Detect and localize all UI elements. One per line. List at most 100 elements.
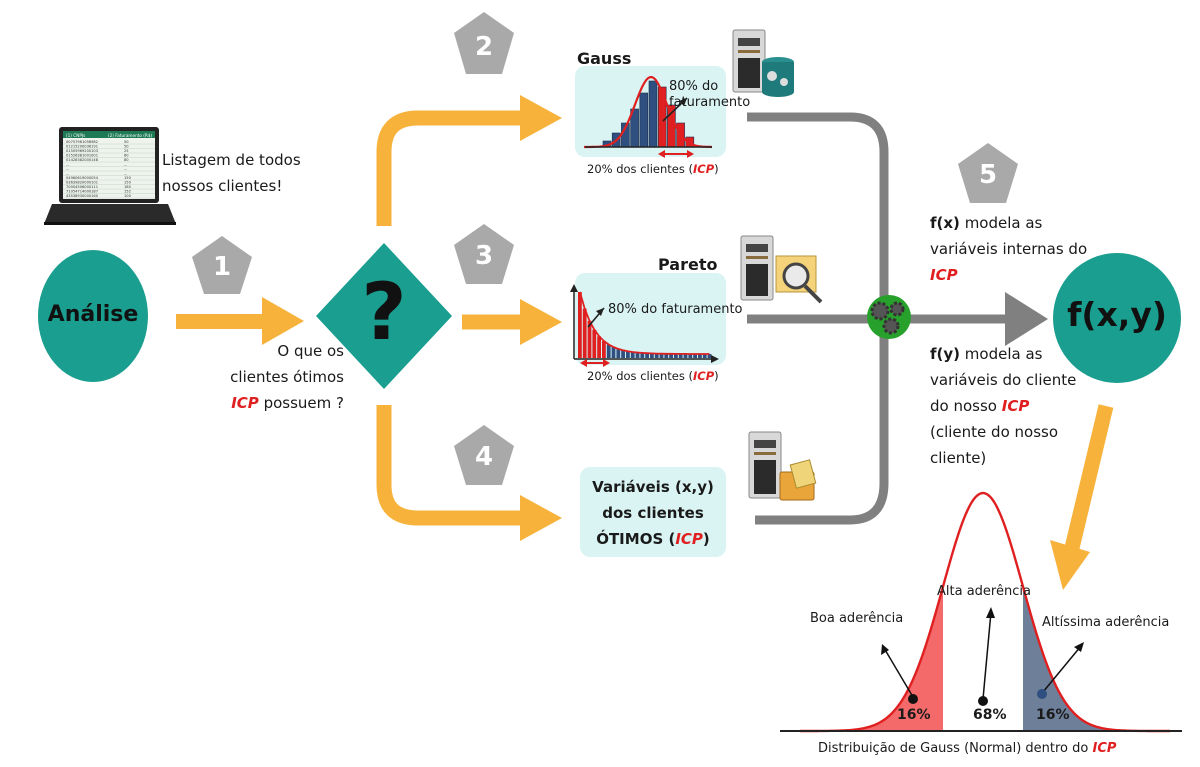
laptop-cell-faturamento: ... — [124, 167, 127, 171]
laptop-cell-faturamento: 152 — [124, 190, 131, 194]
question-mark: ? — [361, 268, 407, 358]
pareto-bar — [683, 353, 688, 358]
fxy-circle — [1053, 253, 1181, 383]
laptop-cell-faturamento: 80 — [124, 158, 129, 162]
gauss-bar — [648, 80, 658, 148]
pct-mid: 68% — [973, 707, 1007, 723]
step-number-4: 4 — [474, 442, 494, 472]
fy-text: f(y) modela as variáveis do cliente do n… — [930, 345, 1077, 467]
laptop-cell-faturamento: ... — [124, 172, 127, 176]
laptop-icon: (1) CNPJs (2) Faturamento (R$) 00757961058… — [44, 127, 176, 225]
laptop-cell-cnpj: 00757961058982 — [66, 140, 98, 144]
question-text: O que os clientes ótimos ICP possuem ? — [230, 342, 344, 412]
pareto-bar — [621, 350, 625, 358]
gauss-annotation: 80% do faturamento — [669, 79, 751, 110]
pareto-bar — [587, 320, 592, 358]
laptop-caption: Listagem de todos nossos clientes! — [162, 151, 301, 195]
laptop-cell-cnpj: 43538930000160 — [66, 194, 99, 198]
pareto-bar — [698, 353, 702, 358]
pareto-annotation: 80% do faturamento — [608, 302, 743, 317]
pareto-bar — [582, 308, 587, 358]
step-number-3: 3 — [474, 241, 494, 271]
pentagon-3 — [454, 224, 514, 284]
pareto-bar — [597, 336, 601, 358]
pareto-bar — [678, 353, 683, 358]
orange-arrowheads — [520, 95, 562, 541]
vars-box-text: Variáveis (x,y) dos clientes ÓTIMOS (ICP… — [592, 478, 714, 548]
laptop-col-a: (1) CNPJs — [66, 133, 85, 138]
gauss-bar — [639, 92, 649, 148]
laptop-col-b: (2) Faturamento (R$) — [108, 133, 152, 138]
pareto-bar — [702, 353, 707, 358]
pareto-bar — [626, 351, 630, 358]
normal-distribution — [780, 491, 1182, 733]
server-search-icon — [740, 235, 823, 304]
pareto-bar — [645, 353, 649, 358]
orange-branches — [376, 110, 524, 526]
laptop-cell-cnpj: 71054714000187 — [66, 190, 98, 194]
laptop-cell-faturamento: 100 — [124, 194, 132, 198]
pareto-box — [575, 273, 726, 365]
gauss-chart — [584, 76, 712, 149]
label-boa-aderencia: Boa aderência — [810, 611, 904, 626]
gauss-bar — [657, 86, 667, 148]
step-pentagons — [192, 12, 1018, 485]
analise-circle — [38, 250, 148, 382]
label-altissima-aderencia: Altíssima aderência — [1042, 615, 1170, 630]
pareto-bar — [674, 353, 678, 358]
pareto-bar — [635, 352, 640, 358]
pareto-bar — [654, 353, 659, 358]
label-alta-aderencia: Alta aderência — [937, 584, 1031, 599]
pareto-bar — [659, 353, 664, 358]
laptop-cell-cnpj: 01526381001001 — [66, 154, 98, 158]
arrow-to-normal — [1050, 404, 1114, 590]
pareto-bar — [630, 352, 635, 358]
normal-caption: Distribuição de Gauss (Normal) dentro do… — [818, 741, 1117, 756]
gauss-range-arrow — [658, 150, 694, 158]
arrow-to-fxy — [1005, 292, 1048, 346]
pareto-chart — [570, 284, 719, 363]
laptop-cell-faturamento: 50 — [124, 140, 129, 144]
server-db-icon — [732, 29, 794, 97]
arrow-step1 — [176, 297, 304, 345]
pct-right: 16% — [1036, 707, 1070, 723]
server-folder-icon — [748, 431, 817, 501]
analise-label: Análise — [47, 302, 139, 327]
pareto-bar — [606, 344, 611, 358]
pareto-bar — [616, 348, 621, 358]
step-number-5: 5 — [978, 160, 998, 190]
pentagon-2 — [454, 12, 514, 74]
laptop-cell-faturamento: ... — [124, 163, 127, 167]
laptop-cell-faturamento: 150 — [124, 181, 132, 185]
pareto-bar — [669, 353, 673, 358]
gauss-title: Gauss — [577, 49, 632, 68]
pareto-bar — [707, 353, 712, 358]
pareto-bar — [602, 341, 606, 358]
pareto-bar — [650, 353, 654, 358]
laptop-cell-cnpj: 01505969200103 — [66, 149, 98, 153]
laptop-cell-cnpj: 70004506000111 — [66, 185, 98, 189]
gauss-caption: 20% dos clientes (ICP) — [587, 162, 719, 176]
pareto-bar — [688, 353, 693, 358]
laptop-cell-cnpj: 04960619000054 — [66, 176, 99, 180]
pareto-bar — [640, 352, 645, 358]
pareto-bar — [693, 353, 697, 358]
pareto-caption: 20% dos clientes (ICP) — [587, 369, 719, 383]
laptop-cell-cnpj: ... — [66, 167, 69, 171]
pentagon-4 — [454, 425, 514, 485]
laptop-cell-cnpj: 03639820000101 — [66, 181, 98, 185]
laptop-cell-cnpj: 01428382000148 — [66, 158, 99, 162]
pentagon-5 — [958, 143, 1018, 203]
laptop-cell-faturamento: 180 — [124, 185, 132, 189]
fx-text: f(x) modela as variáveis internas do ICP — [930, 214, 1088, 284]
vars-box — [580, 467, 726, 557]
gear-icon — [867, 295, 911, 339]
pareto-bar — [578, 292, 582, 358]
laptop-cell-faturamento: 150 — [124, 176, 132, 180]
laptop-cell-faturamento: 60 — [124, 154, 129, 158]
laptop-cell-faturamento: 50 — [124, 145, 129, 149]
laptop-cell-cnpj: ... — [66, 163, 69, 167]
pareto-bar — [664, 353, 669, 358]
question-diamond — [316, 243, 452, 389]
